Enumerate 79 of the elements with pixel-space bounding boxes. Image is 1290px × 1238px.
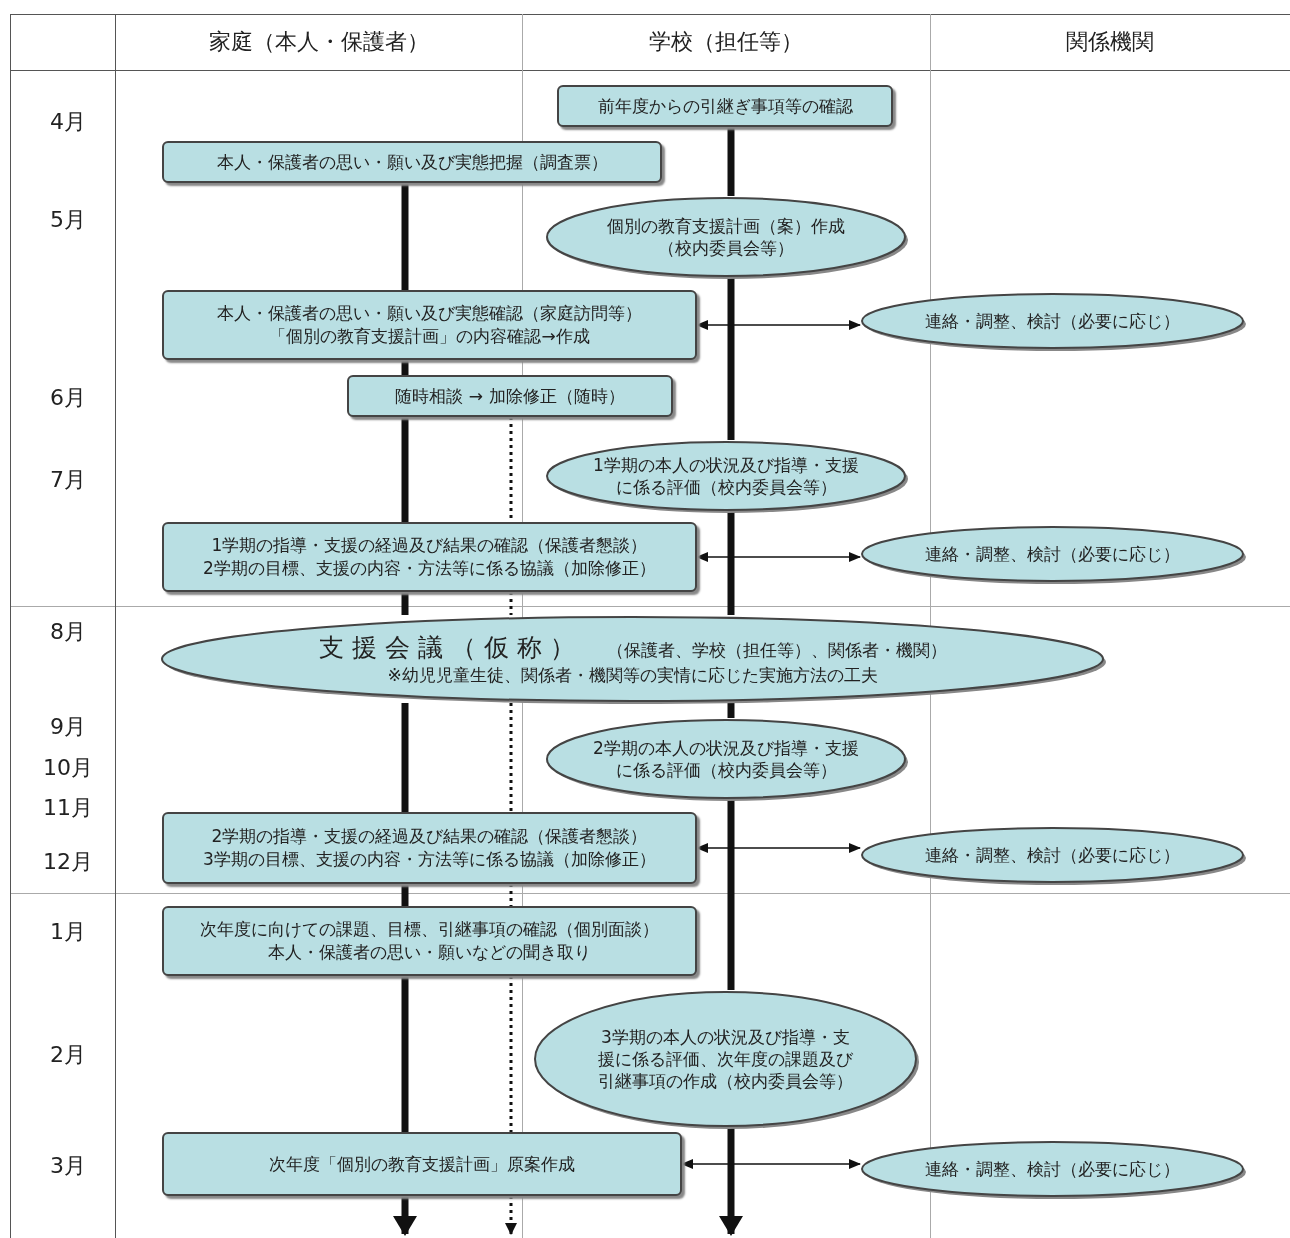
process-ellipse — [860, 826, 1245, 884]
month-label: 12月 — [43, 849, 93, 874]
connector-line — [401, 183, 409, 290]
node-text: 個別の教育支援計画（案）作成 — [607, 214, 845, 237]
month-label: 6月 — [50, 385, 86, 410]
process-ellipse — [545, 196, 907, 278]
node-text: 本人・保護者の思い・願いなどの聞き取り — [268, 941, 591, 964]
node-text: 本人・保護者の思い・願い及び実態把握（調査票） — [216, 150, 608, 174]
node-text: 連絡・調整、検討（必要に応じ） — [925, 1157, 1180, 1181]
month-label: 10月 — [43, 755, 93, 780]
node-text: 2学期の指導・支援の経過及び結果の確認（保護者懇談） — [211, 825, 648, 848]
process-box — [347, 375, 673, 417]
arrow — [696, 843, 861, 853]
month-label: 4月 — [50, 109, 86, 134]
process-ellipse — [860, 292, 1245, 350]
month-label: 11月 — [43, 795, 93, 820]
month-label: 3月 — [50, 1153, 86, 1178]
connector-line — [509, 884, 513, 906]
connector-line — [401, 976, 409, 1132]
arrow — [696, 552, 861, 562]
connector-line — [727, 127, 735, 196]
process-box — [162, 1132, 682, 1196]
connector-line — [727, 800, 735, 990]
arrow — [681, 1159, 861, 1169]
node-text: （校内委員会等） — [658, 237, 794, 260]
process-ellipse — [533, 990, 918, 1128]
node-text: 前年度からの引継ぎ事項等の確認 — [597, 94, 853, 118]
process-box — [162, 522, 697, 592]
note-text: ※幼児児童生徒、関係者・機関等の実情に応じた実施方法の工夫 — [387, 664, 878, 687]
month-label: 8月 — [50, 619, 86, 644]
connector-line — [401, 703, 409, 812]
process-box — [557, 85, 893, 127]
connector-line — [401, 417, 409, 522]
node-text: 3学期の本人の状況及び指導・支援に係る評価、次年度の課題及び引継事項の作成（校内委員会等） — [597, 1025, 854, 1093]
arrow — [696, 320, 861, 330]
participants-text: （保護者、学校（担任等）、関係者・機関） — [606, 638, 947, 661]
process-box — [162, 290, 697, 360]
column-header: 学校（担任等） — [649, 28, 803, 56]
meeting-title: 支援会議（仮称） — [318, 631, 583, 664]
connector-line — [401, 884, 409, 906]
process-ellipse — [860, 1140, 1245, 1198]
column-header: 家庭（本人・保護者） — [208, 28, 429, 56]
connector-line — [509, 703, 513, 812]
month-label: 9月 — [50, 714, 86, 739]
month-label: 7月 — [50, 467, 86, 492]
process-ellipse — [545, 718, 907, 800]
node-text: 次年度「個別の教育支援計画」原案作成 — [269, 1152, 575, 1176]
connector-line — [401, 360, 409, 375]
node-text: 随時相談 → 加除修正（随時） — [395, 384, 625, 408]
connector-line — [509, 592, 513, 615]
node-text: 1学期の指導・支援の経過及び結果の確認（保護者懇談） — [211, 534, 648, 557]
connector-line — [401, 592, 409, 615]
node-text: 3学期の目標、支援の内容・方法等に係る協議（加除修正） — [203, 848, 656, 871]
connector-line — [509, 976, 513, 1132]
process-ellipse — [160, 615, 1105, 703]
arrow — [393, 1196, 417, 1236]
arrow — [505, 1196, 517, 1235]
connector-line — [727, 703, 735, 718]
node-text: 連絡・調整、検討（必要に応じ） — [925, 542, 1180, 566]
process-ellipse — [545, 440, 907, 512]
month-label: 1月 — [50, 919, 86, 944]
node-text: 1学期の本人の状況及び指導・支援に係る評価（校内委員会等） — [592, 453, 860, 499]
process-box — [162, 812, 697, 884]
connector-line — [727, 278, 735, 440]
node-text: 2学期の目標、支援の内容・方法等に係る協議（加除修正） — [203, 557, 656, 580]
arrow — [719, 1128, 743, 1236]
node-text: 本人・保護者の思い・願い及び実態確認（家庭訪問等） — [217, 302, 642, 325]
process-ellipse — [860, 525, 1245, 583]
node-text: 次年度に向けての課題、目標、引継事項の確認（個別面談） — [200, 918, 659, 941]
column-header: 関係機関 — [1066, 28, 1154, 56]
process-box — [162, 906, 697, 976]
month-label: 5月 — [50, 207, 86, 232]
process-box — [162, 141, 662, 183]
node-text: 「個別の教育支援計画」の内容確認→作成 — [269, 325, 590, 348]
node-text: 連絡・調整、検討（必要に応じ） — [925, 843, 1180, 867]
node-text: 2学期の本人の状況及び指導・支援に係る評価（校内委員会等） — [592, 736, 860, 782]
node-text: 連絡・調整、検討（必要に応じ） — [925, 309, 1180, 333]
month-label: 2月 — [50, 1042, 86, 1067]
connector-line — [727, 512, 735, 615]
